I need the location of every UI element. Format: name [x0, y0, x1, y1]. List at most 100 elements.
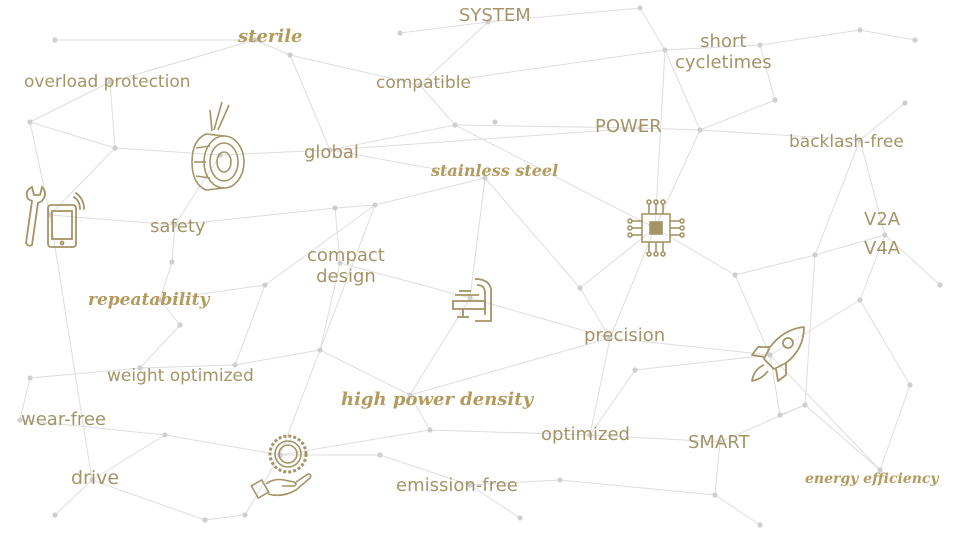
network-node-dot: [397, 30, 403, 36]
connection-line: [884, 234, 941, 286]
term-backlash-free: backlash-free: [789, 132, 904, 152]
term-system: SYSTEM: [459, 5, 531, 26]
network-node-dot: [632, 367, 638, 373]
connection-line: [91, 479, 206, 521]
network-node-dot: [377, 452, 383, 458]
connection-line: [109, 81, 116, 149]
connection-line: [609, 227, 656, 339]
connection-line: [699, 99, 776, 131]
connection-line: [734, 274, 771, 356]
network-node-dot: [857, 137, 863, 143]
term-stainless-steel: stainless steel: [431, 161, 559, 180]
connection-line: [559, 479, 716, 496]
network-node-dot: [202, 517, 208, 523]
network-node-dot: [902, 100, 908, 106]
network-node-dot: [732, 272, 738, 278]
network-node-dot: [262, 282, 268, 288]
connection-line: [204, 514, 246, 521]
connection-line: [469, 297, 611, 339]
gear-wheel-icon: [188, 100, 252, 192]
network-node-dot: [812, 252, 818, 258]
connection-line: [289, 54, 421, 86]
network-node-dot: [662, 47, 668, 53]
connection-line: [804, 404, 881, 471]
connection-line: [759, 44, 776, 101]
network-node-dot: [912, 37, 918, 43]
term-sterile: sterile: [238, 26, 303, 47]
network-node-dot: [857, 297, 863, 303]
connection-line: [329, 124, 456, 151]
term-wear-free: wear-free: [21, 409, 107, 430]
connection-line: [379, 454, 471, 486]
network-node-dot: [767, 352, 773, 358]
connection-line: [319, 262, 341, 351]
network-node-dot: [587, 432, 593, 438]
connection-line: [859, 139, 886, 236]
network-node-dot: [717, 439, 723, 445]
connection-line: [54, 479, 93, 516]
gear-in-hand-icon: [250, 432, 314, 500]
term-energy-efficiency: energy efficiency: [805, 471, 939, 487]
rocket-icon: [748, 325, 808, 385]
connection-line: [419, 49, 666, 86]
connection-line: [664, 49, 701, 131]
connection-line: [699, 129, 861, 141]
connection-line: [219, 149, 331, 156]
connection-line: [109, 39, 256, 83]
network-node-dot: [27, 119, 33, 125]
connection-line: [29, 367, 141, 379]
connection-line: [454, 124, 641, 129]
connection-line: [759, 29, 861, 46]
network-node-dot: [242, 512, 248, 518]
term-precision: precision: [584, 325, 666, 346]
term-drive: drive: [71, 467, 120, 489]
connection-line: [264, 204, 376, 286]
connection-line: [49, 214, 93, 481]
connection-line: [409, 394, 431, 431]
network-node-dot: [637, 125, 643, 131]
connection-line: [429, 429, 591, 436]
connection-line: [664, 44, 761, 51]
connection-line: [164, 434, 281, 456]
connection-line: [634, 354, 771, 371]
connection-line: [654, 227, 736, 276]
network-node-dot: [317, 347, 323, 353]
network-node-dot: [937, 282, 943, 288]
network-node-dot: [712, 492, 718, 498]
connection-line: [714, 441, 721, 496]
network-node-dot: [427, 427, 433, 433]
network-node-dot: [777, 412, 783, 418]
medical-scanner-icon: [451, 277, 499, 325]
term-overload-protection: overload protection: [24, 72, 191, 92]
connection-line: [159, 299, 181, 326]
network-node-dot: [467, 482, 473, 488]
connection-line: [879, 384, 911, 471]
network-node-dot: [517, 515, 523, 521]
connection-line: [579, 287, 611, 339]
network-node-dot: [637, 5, 643, 11]
connection-line: [639, 127, 701, 131]
microchip-icon: [626, 198, 686, 258]
network-node-dot: [452, 122, 458, 128]
term-v2a: V2A: [864, 209, 901, 230]
connection-line: [419, 21, 489, 86]
term-global: global: [304, 142, 359, 163]
connection-line: [159, 261, 173, 301]
connection-line: [804, 254, 816, 406]
network-node-dot: [52, 512, 58, 518]
connection-line: [469, 479, 561, 486]
connection-line: [469, 484, 521, 519]
connection-line: [234, 349, 321, 366]
connection-line: [714, 494, 761, 526]
connection-line: [769, 354, 881, 471]
network-node-dot: [772, 97, 778, 103]
network-node-dot: [337, 260, 343, 266]
wrench-tablet-icon: [22, 183, 86, 249]
connection-line: [114, 147, 221, 156]
connection-line: [254, 39, 291, 56]
connection-line: [639, 7, 666, 51]
connection-line: [779, 404, 806, 416]
network-node-dot: [802, 402, 808, 408]
connection-line: [769, 299, 861, 356]
